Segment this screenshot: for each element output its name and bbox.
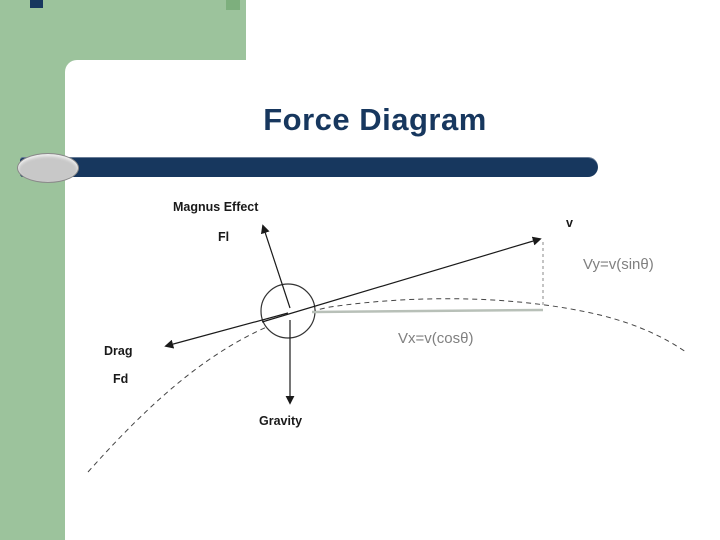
title-underline-bar <box>20 157 598 177</box>
velocity-symbol-label: v <box>566 216 573 230</box>
gravity-label: Gravity <box>259 414 302 428</box>
velocity-arrow <box>261 236 542 323</box>
drag-label: Drag <box>104 344 132 358</box>
decorative-dark-square <box>30 0 43 8</box>
vx-reference-line <box>311 308 544 314</box>
drag-symbol-label: Fd <box>113 372 128 386</box>
lift-symbol-label: Fl <box>218 230 229 244</box>
magnus-effect-label: Magnus Effect <box>173 200 259 214</box>
title-bar-ellipse-ornament <box>17 153 79 183</box>
drag-force-arrow <box>164 312 289 349</box>
vx-formula-label: Vx=v(cosθ) <box>398 330 473 347</box>
magnus-force-arrow <box>260 224 291 309</box>
slide-title: Force Diagram <box>263 102 487 137</box>
ball-circle <box>260 283 316 339</box>
decorative-green-square <box>226 0 240 10</box>
trajectory-curve <box>87 298 687 473</box>
vy-formula-label: Vy=v(sinθ) <box>583 256 654 273</box>
